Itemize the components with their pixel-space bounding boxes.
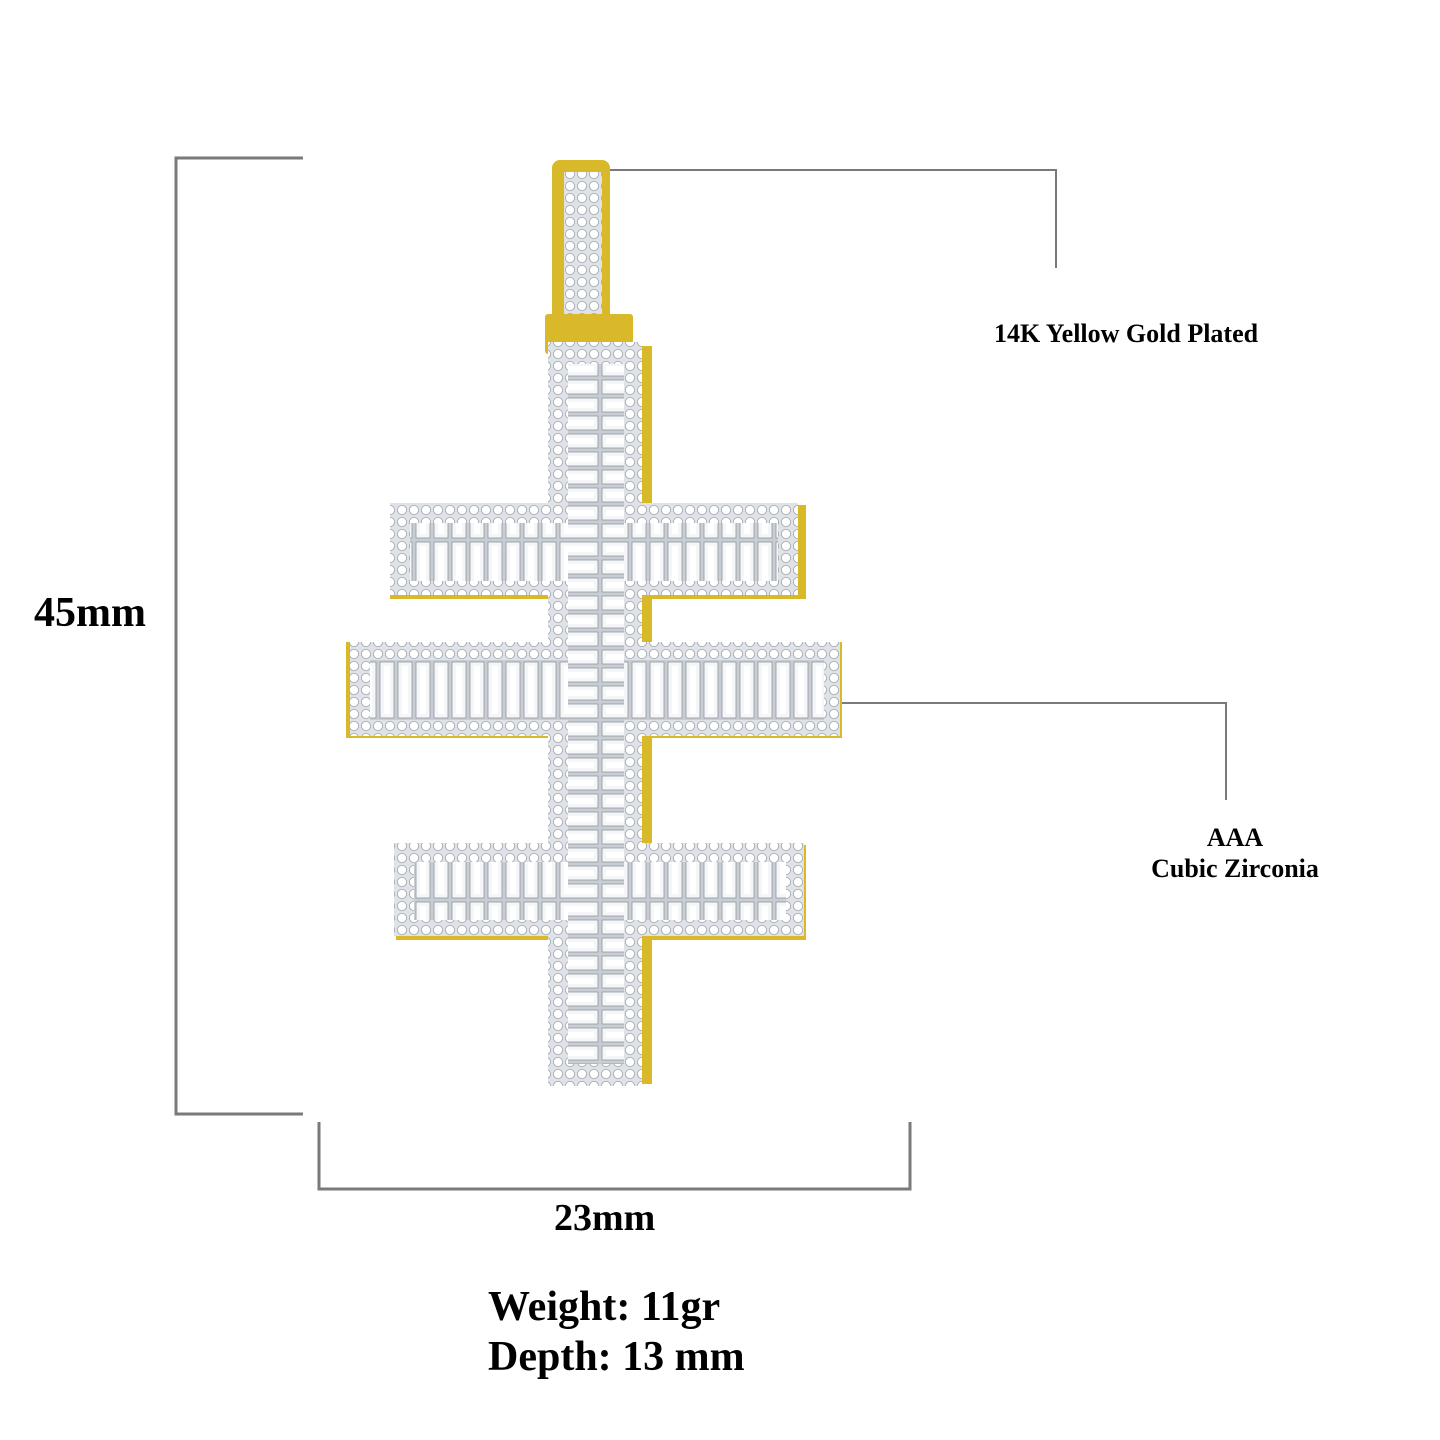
stone-leader-line [838,702,1227,800]
pendant-cross [346,160,842,1086]
baguette-stones [370,364,824,1064]
stone-callout: AAA Cubic Zirconia [1100,822,1370,884]
stone-type: Cubic Zirconia [1151,854,1319,884]
plating-callout: 14K Yellow Gold Plated [994,319,1259,348]
width-dimension-line [317,1122,912,1191]
stone-grade: AAA [1206,823,1264,852]
depth-spec: Depth: 13 mm [488,1334,745,1381]
height-dimension-line [174,156,303,1116]
bail [545,160,633,354]
weight-spec: Weight: 11gr [488,1284,721,1330]
height-dimension-label: 45mm [34,590,146,636]
width-dimension-label: 23mm [554,1197,656,1239]
specs-block: Weight: 11gr Depth: 13 mm [488,1282,745,1383]
plating-leader-line [605,169,1057,268]
